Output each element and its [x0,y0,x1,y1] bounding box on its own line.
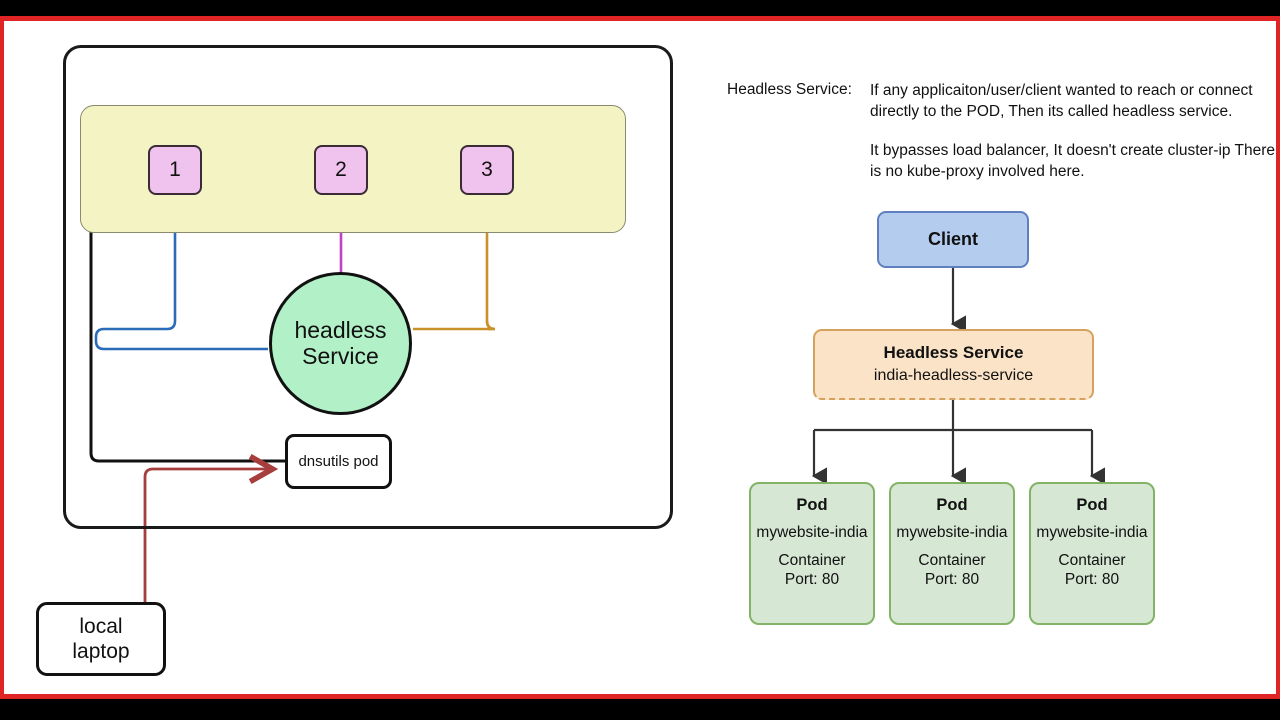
local-laptop-line2: laptop [72,640,130,663]
cluster-boundary [63,45,673,529]
notes-paragraph-2: It bypasses load balancer, It doesn't cr… [870,142,1276,180]
client-box[interactable]: Client [877,211,1029,268]
pod-square-2-label: 2 [335,158,347,181]
edge-gold-corner [485,320,496,331]
diagram-canvas: 1 2 3 headless Service dnsutils pod loca… [4,21,1276,694]
pod-square-2[interactable]: 2 [314,145,368,195]
pod-card-0-title: Pod [796,496,828,514]
pod-card-0-name: mywebsite-india [756,524,868,542]
pod-card-2-title: Pod [1076,496,1108,514]
headless-service-circle-line2: Service [302,342,379,369]
local-laptop-line1: local [79,614,123,638]
headless-service-box[interactable]: Headless Service india-headless-service [813,329,1094,400]
edge-laptop-to-dnsutils [143,469,267,602]
pod-square-3[interactable]: 3 [460,145,514,195]
pod-card-0-container: Container [778,552,846,570]
pod-card-1-port: Port: 80 [924,570,980,588]
pod-square-1-label: 1 [169,158,181,181]
pod-card-0[interactable]: Pod mywebsite-india Container Port: 80 [749,482,875,625]
dnsutils-pod-label: dnsutils pod [298,453,379,470]
pod-square-1[interactable]: 1 [148,145,202,195]
pod-square-3-label: 3 [481,158,493,181]
headless-service-circle[interactable]: headless Service [269,272,412,415]
headless-service-name: india-headless-service [873,367,1034,385]
pod-card-2-port: Port: 80 [1064,570,1120,588]
pod-card-1[interactable]: Pod mywebsite-india Container Port: 80 [889,482,1015,625]
pod-card-2-name: mywebsite-india [1036,524,1148,542]
edge-service-to-pod1 [94,203,175,338]
client-label: Client [927,229,978,249]
notes-label: Headless Service: [727,81,852,98]
headless-service-title: Headless Service [883,343,1024,363]
local-laptop-box[interactable]: local laptop [36,602,166,676]
pod-card-1-title: Pod [936,496,968,514]
pod-card-1-name: mywebsite-india [896,524,1008,542]
dnsutils-pod-box[interactable]: dnsutils pod [285,434,392,489]
headless-service-circle-line1: headless [294,316,387,343]
notes-paragraph-1: If any applicaiton/user/client wanted to… [870,82,1253,120]
pod-card-2-container: Container [1058,552,1126,570]
pod-card-2[interactable]: Pod mywebsite-india Container Port: 80 [1029,482,1155,625]
edge-service-to-pod1-tail [94,337,268,351]
pod-card-0-port: Port: 80 [784,570,840,588]
pod-card-1-container: Container [918,552,986,570]
